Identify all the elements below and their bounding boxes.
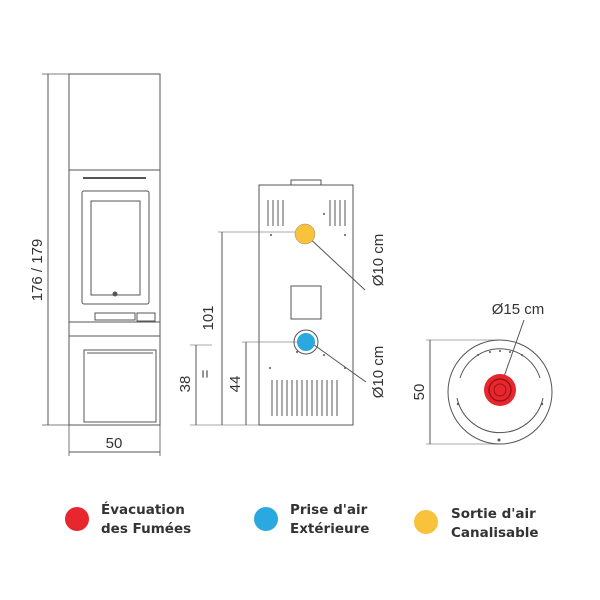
outlet-diameter-label: Ø10 cm (370, 234, 387, 287)
legend-outlet-line1: Sortie d'air (451, 506, 536, 522)
front-view (42, 73, 161, 456)
ash-tray-handle (136, 312, 156, 322)
red-dot-icon (65, 507, 89, 531)
red-flue-ring (488, 378, 512, 402)
top-view-dots (456, 350, 544, 442)
legend: Évacuation des Fumées Prise d'air Extéri… (65, 501, 539, 541)
yellow-dot-icon (414, 510, 438, 534)
logo-mark (112, 291, 118, 297)
dim-38-label: 38 (177, 376, 194, 393)
flue-diameter-label: Ø15 cm (492, 301, 545, 318)
upper-vent-slots (267, 200, 346, 226)
blue-intake-port (297, 333, 315, 351)
top-inner-arc-lower (456, 397, 544, 434)
ash-tray (94, 312, 136, 321)
blue-intake-port-ring (293, 329, 319, 355)
legend-smoke-line2: des Fumées (101, 521, 191, 537)
dim-44-label: 44 (227, 376, 244, 393)
stove-body-outline (68, 73, 161, 426)
log-storage-opening (83, 349, 157, 423)
yellow-outlet-port (294, 223, 316, 245)
legend-outlet-line2: Canalisable (451, 525, 539, 541)
lower-vent-slots (271, 380, 338, 416)
outlet-leader (304, 233, 366, 291)
red-flue-core (493, 383, 507, 397)
access-plate (290, 285, 322, 320)
front-height-label: 176 / 179 (29, 239, 46, 302)
intake-leader (309, 341, 367, 383)
legend-intake-line2: Extérieure (290, 521, 369, 537)
depth-label: 50 (411, 384, 428, 401)
top-inner-arc (459, 348, 541, 379)
front-width-label: 50 (106, 435, 123, 452)
blue-dot-icon (254, 507, 278, 531)
door-frame (81, 190, 150, 305)
door-glass (90, 200, 141, 296)
dim-101-label: 101 (200, 305, 217, 330)
equal-mark: = (197, 369, 214, 378)
back-view (190, 179, 367, 426)
intake-diameter-label: Ø10 cm (370, 346, 387, 399)
legend-smoke-line1: Évacuation (101, 501, 185, 518)
flue-collar-top (290, 179, 322, 186)
legend-intake-line1: Prise d'air (290, 502, 368, 518)
